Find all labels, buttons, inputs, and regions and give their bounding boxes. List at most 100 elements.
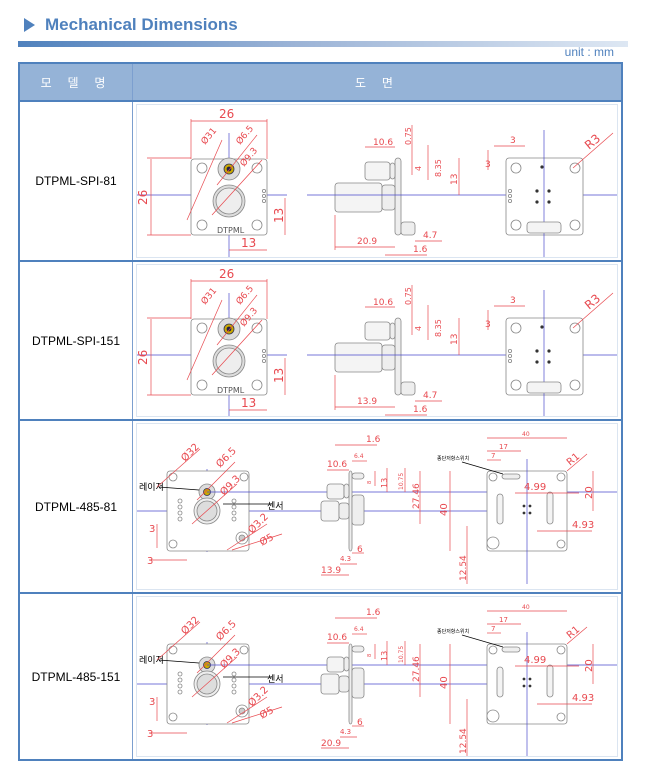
dimension-label: 40 xyxy=(439,676,450,689)
dimension-label: Ø5 xyxy=(258,704,276,722)
laser-dot xyxy=(226,166,232,172)
dimension-label: 10.6 xyxy=(373,138,393,148)
side-connector xyxy=(400,381,416,396)
dim-line xyxy=(156,621,201,661)
dim-line xyxy=(226,696,268,724)
dim-line xyxy=(211,319,263,376)
dimension-label: Ø31 xyxy=(199,286,219,307)
height-label: 26 xyxy=(137,350,150,365)
mount-hole xyxy=(168,539,178,549)
model-name: DTPML-SPI-151 xyxy=(19,260,133,420)
mount-hole xyxy=(168,712,178,722)
pad xyxy=(540,165,544,169)
pad xyxy=(522,677,526,681)
dimension-label: 4.99 xyxy=(524,655,546,666)
dimension-label: 4.99 xyxy=(524,482,546,493)
pin xyxy=(231,498,237,504)
column-header-model: 모 델 명 xyxy=(18,62,133,102)
pin xyxy=(262,359,267,364)
back-connector xyxy=(526,381,562,394)
pin xyxy=(177,504,183,510)
dim-line xyxy=(156,448,201,488)
leader-line xyxy=(461,461,504,475)
dimension-label: R1 xyxy=(565,451,582,468)
dimension-label: Ø32 xyxy=(179,614,202,637)
dimension-label: 4.3 xyxy=(340,555,351,563)
dimension-label: 20.9 xyxy=(321,739,341,749)
laser-label: 레이저 xyxy=(139,482,164,493)
pin xyxy=(231,504,237,510)
sensor-inner xyxy=(215,347,243,375)
pin xyxy=(507,349,512,354)
dimension-label: 20 xyxy=(584,486,595,499)
switch-label: 종단저항스위치 xyxy=(437,455,469,462)
dimension-label: 6.4 xyxy=(354,453,364,460)
mount-hole xyxy=(239,645,249,655)
dim-line xyxy=(191,656,238,698)
mount-hole-large xyxy=(486,536,500,550)
pin xyxy=(231,677,237,683)
dimension-label: 4 xyxy=(414,326,423,331)
side-laser-nut xyxy=(343,656,350,672)
switch-label: 종단저항스위치 xyxy=(437,628,469,635)
dim-line xyxy=(566,453,588,472)
side-laser-nut xyxy=(389,322,396,340)
dimension-label: 10.75 xyxy=(398,646,405,663)
mount-hole xyxy=(251,219,263,231)
dimension-label: Ø3.2 xyxy=(246,511,271,536)
mount-hole xyxy=(196,162,208,174)
sensor-label: 센서 xyxy=(267,674,284,685)
half-height-label: 13 xyxy=(272,368,286,383)
dimension-label: 12.54 xyxy=(459,555,469,581)
pad xyxy=(528,677,532,681)
termination-switch xyxy=(501,646,521,653)
back-board xyxy=(505,157,584,236)
dimension-label: 20.9 xyxy=(357,237,377,247)
pad xyxy=(528,684,532,688)
mount-hole xyxy=(556,645,566,655)
laser-label: 레이저 xyxy=(139,655,164,666)
dimension-label: R3 xyxy=(582,291,603,312)
dim-line xyxy=(226,523,268,551)
silkscreen-label: DTPML xyxy=(217,386,245,395)
dimension-label: 4.7 xyxy=(423,391,437,401)
dim-line xyxy=(196,461,236,501)
sensor-inner xyxy=(215,187,243,215)
dimension-label: 13 xyxy=(380,651,389,661)
pad xyxy=(535,360,539,364)
pin xyxy=(177,689,183,695)
dimension-label: 0.75 xyxy=(404,127,413,145)
side-sensor-barrel xyxy=(320,500,340,522)
dimension-label: 3 xyxy=(510,136,516,146)
mount-hole xyxy=(569,322,581,334)
mount-hole xyxy=(196,322,208,334)
termination-switch xyxy=(501,473,521,480)
pin xyxy=(231,683,237,689)
pin xyxy=(262,194,267,199)
model-name: DTPML-485-151 xyxy=(19,592,133,760)
dimension-label: Ø32 xyxy=(179,441,202,464)
pin xyxy=(231,671,237,677)
pad xyxy=(547,189,551,193)
dimension-label: 8.35 xyxy=(434,319,443,337)
dim-line xyxy=(196,634,236,674)
pad xyxy=(522,511,526,515)
pin xyxy=(177,671,183,677)
dimension-label: 20 xyxy=(584,659,595,672)
dimension-label: Ø6.5 xyxy=(214,618,239,643)
dim-line xyxy=(572,132,614,169)
mount-hole xyxy=(196,379,208,391)
dimension-label: 7 xyxy=(491,452,495,460)
mount-hole xyxy=(251,322,263,334)
side-connector xyxy=(351,645,365,653)
dimension-label: 10.6 xyxy=(327,460,347,470)
dimension-label: 40 xyxy=(439,503,450,516)
dimension-label: 27.46 xyxy=(412,656,422,682)
dimension-label: 6 xyxy=(357,718,363,728)
mount-hole xyxy=(556,472,566,482)
back-connector-left xyxy=(496,666,504,698)
pad xyxy=(547,200,551,204)
dimension-label: 3 xyxy=(147,729,153,740)
